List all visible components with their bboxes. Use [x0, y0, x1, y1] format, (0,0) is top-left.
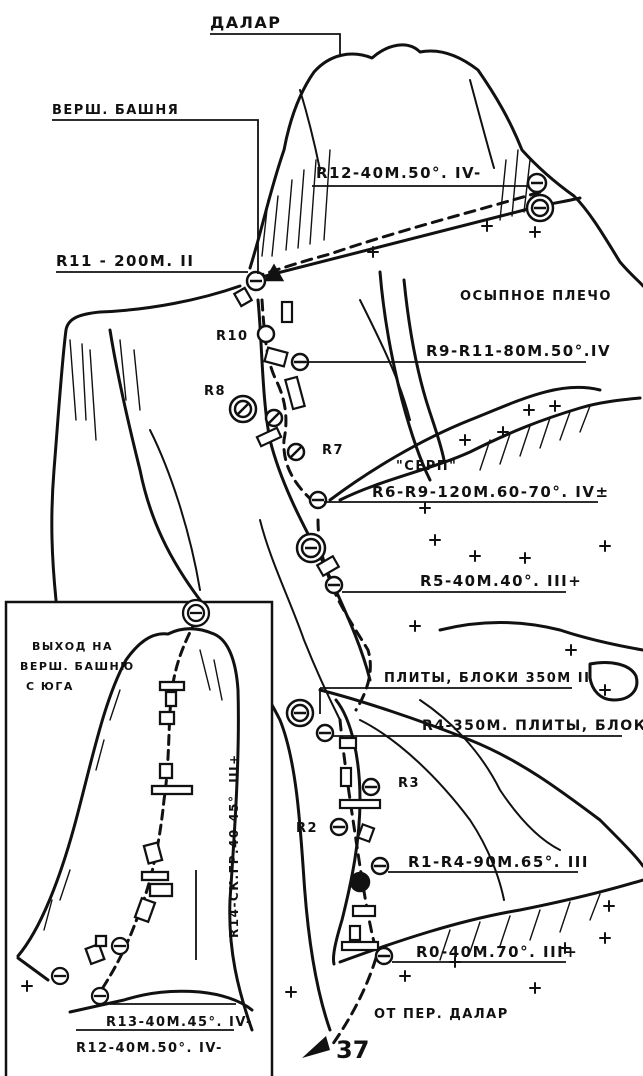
label-dalar: ДАЛАР [210, 13, 282, 32]
serp-ridge [338, 396, 642, 502]
route-labels: ДАЛАР ВЕРШ. БАШНЯ R12-40М.50°. IV- R11 -… [52, 13, 643, 1064]
label-r0: R0-40М.70°. III+ [416, 943, 578, 961]
double-piton-icon [295, 532, 327, 564]
double-piton-icon [228, 394, 258, 424]
label-r9-r11: R9-R11-80М.50°.IV [426, 342, 611, 360]
piton-icon [324, 575, 344, 595]
double-piton-icon [285, 698, 315, 728]
piton-icon [315, 723, 335, 743]
piton-icon [110, 936, 130, 956]
piton-icon [308, 490, 328, 510]
leader-lines [52, 33, 622, 963]
label-r5: R5-40М.40°. III+ [420, 572, 582, 590]
inset-title-line1: ВЫХОД НА [32, 640, 113, 653]
piton-icon [526, 172, 548, 194]
right-ridge [328, 385, 602, 502]
piton-icon [374, 946, 394, 966]
route-direction-arrow [302, 1036, 330, 1058]
label-r7: R7 [322, 443, 344, 458]
double-piton-icon [181, 598, 211, 628]
piton-icon [50, 966, 70, 986]
label-r10: R10 [216, 329, 249, 344]
inset-frame [4, 600, 274, 1076]
label-r11: R11 - 200М. II [56, 252, 194, 270]
label-r3: R3 [398, 776, 420, 791]
label-from-pass: ОТ ПЕР. ДАЛАР [374, 1007, 509, 1022]
summit-tower-outline [248, 43, 643, 288]
belay-symbols [228, 172, 555, 966]
label-r12: R12-40М.50°. IV- [316, 164, 482, 182]
inset-title-line3: С ЮГА [26, 680, 74, 693]
label-r4: R4-350М. ПЛИТЫ, БЛОКИ, II [422, 718, 643, 734]
label-r1-r4: R1-R4-90М.65°. III [408, 853, 589, 871]
rock-outlines [50, 43, 643, 1032]
inset-label-r13: R13-40М.45°. IV- [106, 1015, 253, 1030]
label-serp: "СЕРП" [396, 459, 457, 474]
inset-label-r14: R14-СК.ГР.40-45°. III+ [227, 753, 241, 938]
piton-icon [245, 270, 267, 292]
label-r8: R8 [204, 384, 226, 399]
piton-icon [256, 324, 276, 344]
piton-icon [286, 442, 306, 462]
inset-route-line [98, 618, 198, 994]
belay-stances [232, 286, 382, 952]
inset-label-r12: R12-40М.50°. IV- [76, 1041, 223, 1056]
summit-triangle-icon [263, 263, 285, 282]
double-piton-icon [525, 193, 555, 223]
label-r6-r9: R6-R9-120М.60-70°. IV± [372, 483, 610, 501]
route-line [256, 190, 542, 1050]
inset-south-exit: ВЫХОД НА ВЕРШ. БАШНЮ С ЮГА R14-СК.ГР.40-… [4, 598, 274, 1076]
inset-title-line2: ВЕРШ. БАШНЮ [20, 660, 135, 673]
label-slabs-blocks: ПЛИТЫ, БЛОКИ 350М II [384, 671, 590, 686]
piton-icon [370, 856, 390, 876]
piton-hatched-icon [349, 871, 371, 893]
piton-icon [361, 777, 381, 797]
page-number: 37 [336, 1036, 369, 1064]
piton-icon [264, 408, 284, 428]
piton-icon [290, 352, 310, 372]
label-r2: R2 [296, 821, 318, 836]
label-scree-shoulder: ОСЫПНОЕ ПЛЕЧО [460, 289, 612, 304]
scree-marks [285, 220, 615, 998]
label-summit-tower: ВЕРШ. БАШНЯ [52, 103, 179, 118]
scree-shoulder-edge [248, 196, 582, 282]
piton-icon [90, 986, 110, 1006]
piton-icon [329, 817, 349, 837]
main-wall-outline [50, 284, 242, 602]
